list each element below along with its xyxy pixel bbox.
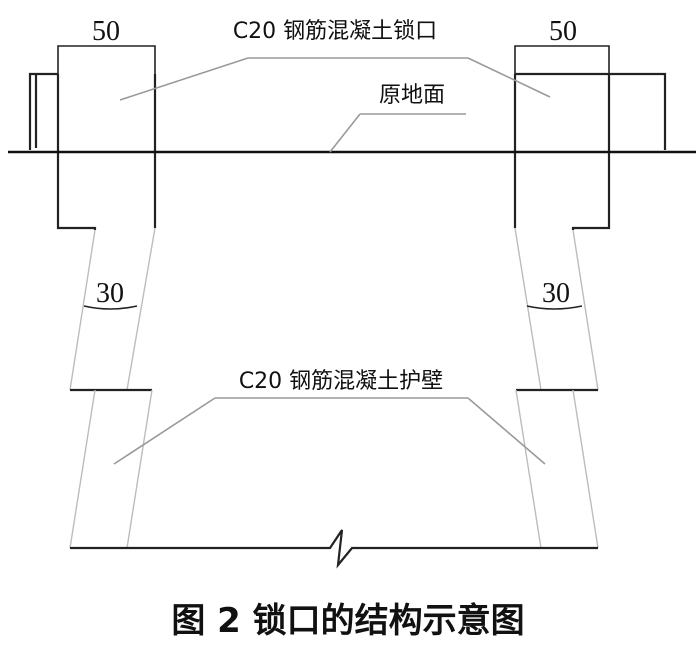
left-wall-lower <box>69 389 153 549</box>
retaining-wall-leaders <box>113 397 546 465</box>
retaining-wall-label: C20 钢筋混凝土护壁 <box>239 369 443 394</box>
right-mid-dimension-label: 30 <box>542 278 570 309</box>
ground-leader <box>329 113 466 153</box>
left-top-dimension <box>57 45 156 74</box>
figure-caption: 图 2 锁口的结构示意图 <box>171 601 524 641</box>
left-mid-dimension-arc <box>83 305 138 310</box>
right-outer-bracket <box>609 72 667 150</box>
left-outer-bracket <box>28 72 58 150</box>
right-top-dimension-label: 50 <box>549 16 577 47</box>
top-dimension-lines <box>57 45 610 74</box>
right-mid-dimension-arc <box>526 305 583 310</box>
ground-label: 原地面 <box>379 83 445 108</box>
left-top-dimension-label: 50 <box>92 16 120 47</box>
right-top-dimension <box>514 45 610 74</box>
left-wall-upper <box>69 227 156 391</box>
lock-rim-leaders <box>119 57 551 101</box>
right-wall-upper <box>514 227 599 391</box>
bottom-break-line <box>70 529 598 569</box>
lock-rim-label: C20 钢筋混凝土锁口 <box>233 19 437 44</box>
left-mid-dimension-label: 30 <box>96 278 124 309</box>
right-wall-lower <box>515 389 599 549</box>
